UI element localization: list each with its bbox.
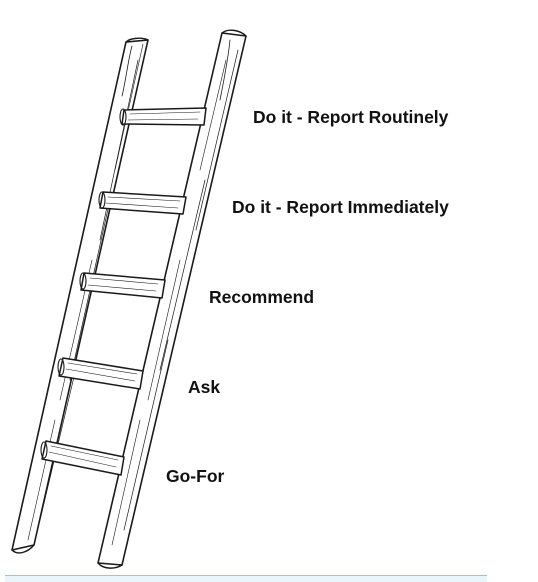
ladder-rung-1 bbox=[119, 107, 207, 126]
label-ask: Ask bbox=[188, 377, 221, 397]
ladder-rung-2 bbox=[98, 191, 187, 215]
ladder-rung-3 bbox=[79, 272, 166, 299]
label-recommend: Recommend bbox=[209, 287, 315, 307]
caption-bar bbox=[5, 575, 487, 582]
label-report-routinely: Do it - Report Routinely bbox=[253, 107, 449, 127]
label-report-immediately: Do it - Report Immediately bbox=[232, 197, 449, 217]
label-go-for: Go-For bbox=[166, 466, 225, 486]
ladder-rung-5 bbox=[40, 440, 125, 476]
ladder-rung-4 bbox=[57, 357, 144, 390]
